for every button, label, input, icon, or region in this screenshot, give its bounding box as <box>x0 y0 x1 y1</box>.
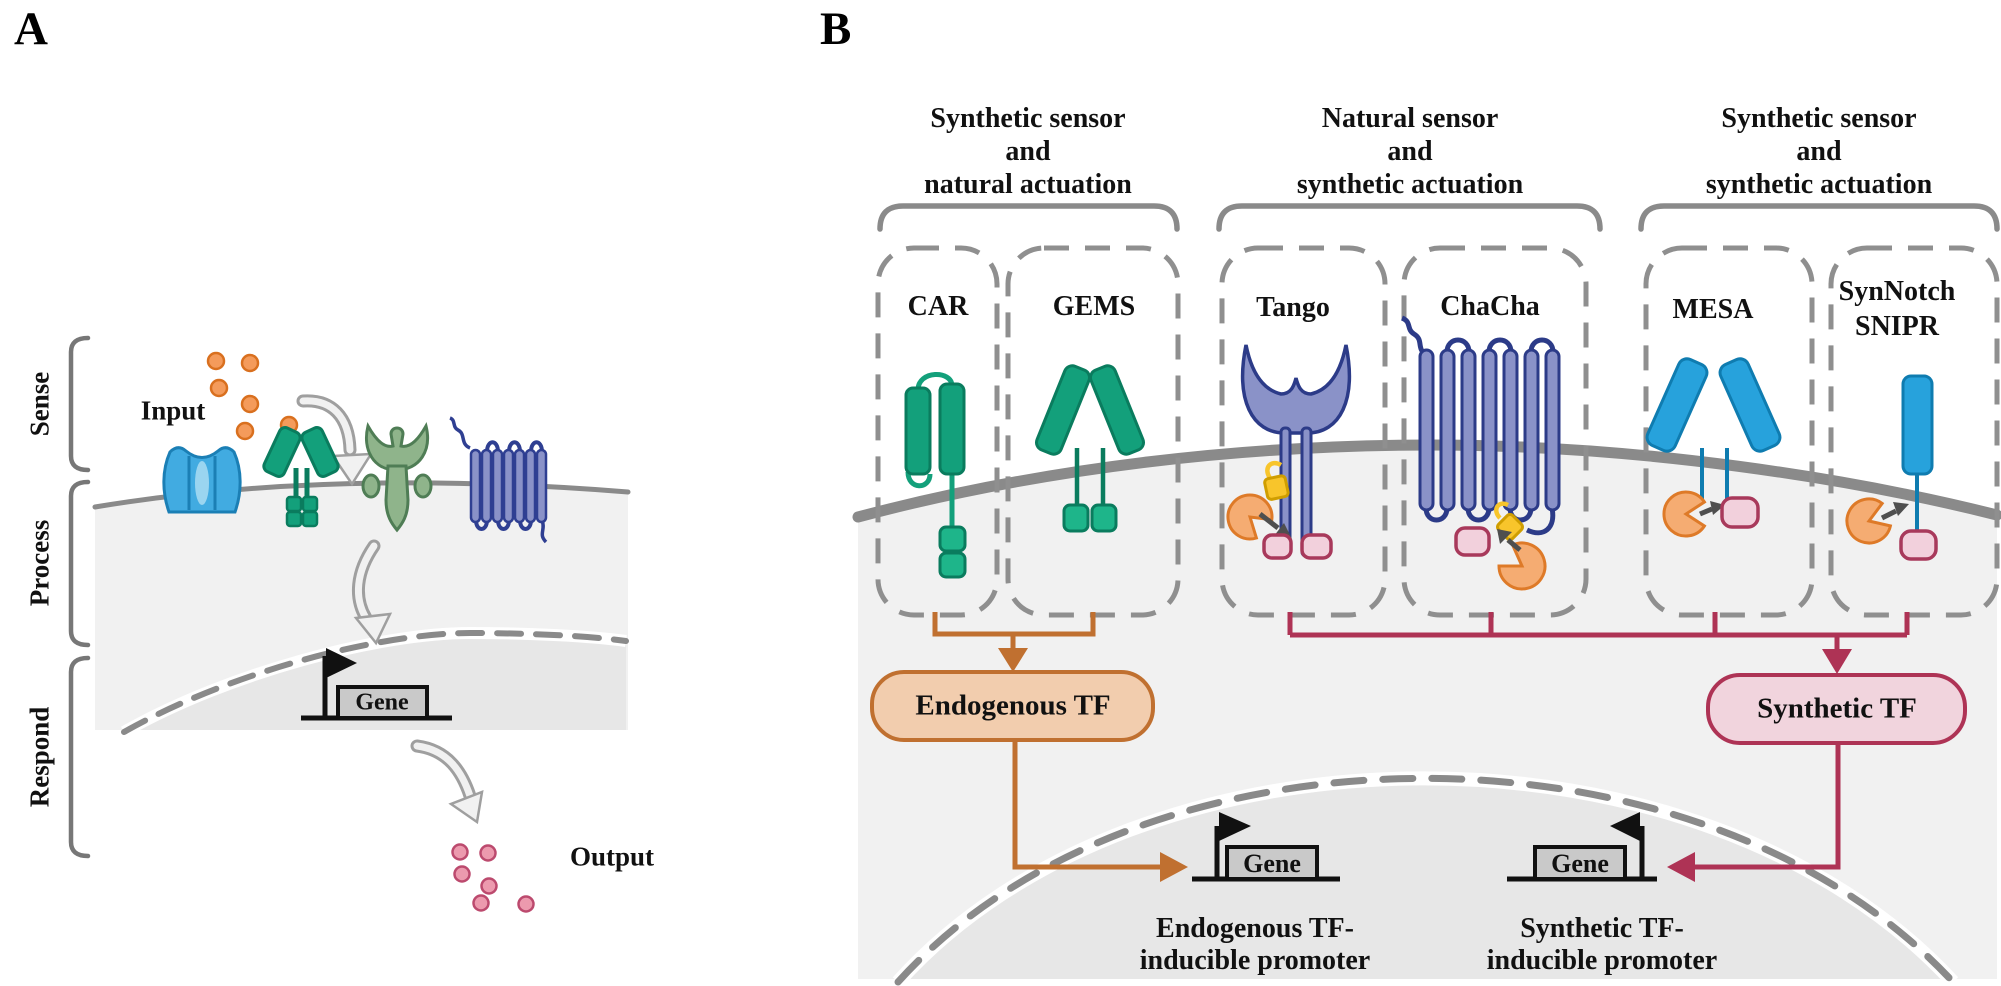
synnotch-label: SynNotch SNIPR <box>1839 274 1956 344</box>
car-label: CAR <box>907 291 969 322</box>
endogenous-tf-label: Endogenous TF <box>915 689 1111 722</box>
tango-label: Tango <box>1256 292 1330 323</box>
group2-header-line3: synthetic actuation <box>1296 169 1524 200</box>
group3-bracket <box>1638 203 2000 232</box>
ion-channel-icon <box>162 446 242 514</box>
input-molecules <box>206 351 299 441</box>
stage-label-sense: Sense <box>24 371 55 437</box>
tango-protease-icon <box>1226 493 1274 541</box>
panel-b-label: B <box>820 3 852 55</box>
gems-label: GEMS <box>1052 291 1136 322</box>
endogenous-gene-arrow <box>1012 740 1188 882</box>
synnotch-label-line1: SynNotch <box>1838 276 1956 307</box>
gems-receptor-icon <box>1035 364 1145 533</box>
process-arrow-fill <box>354 542 378 622</box>
process-bracket <box>68 479 91 648</box>
flow-arrows-a <box>296 394 484 825</box>
endogenous-promoter-caption-line2: inducible promoter <box>1139 945 1371 976</box>
synnotch-tf-icon <box>1899 529 1938 561</box>
antibody-receptor-icon <box>262 426 340 528</box>
stage-label-process: Process <box>24 519 55 607</box>
chacha-label: ChaCha <box>1440 291 1540 322</box>
group2-header-line1: Natural sensor <box>1321 103 1499 134</box>
group2-header: Natural sensor and synthetic actuation <box>1297 102 1523 201</box>
synthetic-connector <box>1287 612 1910 674</box>
mesa-box <box>1643 245 1815 618</box>
car-receptor-icon <box>904 372 967 579</box>
group3-header: Synthetic sensor and synthetic actuation <box>1706 102 1932 201</box>
sense-bracket <box>68 335 91 473</box>
respond-arrow-fill <box>413 742 474 800</box>
mesa-label: MESA <box>1672 294 1754 325</box>
synthetic-promoter-caption-line1: Synthetic TF- <box>1520 913 1684 944</box>
nucleus-b <box>898 779 1953 979</box>
group1-header: Synthetic sensor and natural actuation <box>924 102 1132 201</box>
synthetic-tf-label: Synthetic TF <box>1757 692 1917 725</box>
gene-label-endogenous: Gene <box>1243 849 1301 878</box>
mesa-protease-icon <box>1662 490 1707 538</box>
nucleus-envelope-a <box>121 629 629 735</box>
tango-tf-icon <box>1262 533 1293 560</box>
tango-tf-icon-2 <box>1300 533 1333 560</box>
synthetic-gene-arrow <box>1667 743 1841 882</box>
output-molecules <box>451 843 535 913</box>
input-arrow-fill <box>299 397 354 454</box>
synnotch-box <box>1828 245 2000 618</box>
respond-bracket <box>68 655 91 859</box>
gene-cassette-endogenous <box>1192 812 1340 882</box>
synthetic-promoter-caption: Synthetic TF- inducible promoter <box>1487 913 1717 977</box>
synnotch-receptor-icon <box>1845 374 1938 561</box>
gpcr-receptor-icon <box>449 416 548 544</box>
endogenous-connector <box>932 612 1096 672</box>
endogenous-promoter-caption: Endogenous TF- inducible promoter <box>1140 913 1370 977</box>
stage-label-respond: Respond <box>24 706 55 808</box>
process-arrowhead <box>353 612 393 646</box>
group2-bracket <box>1216 203 1603 232</box>
gene-label-a: Gene <box>355 689 409 716</box>
mesa-tf-icon <box>1720 496 1760 529</box>
group1-header-line1: Synthetic sensor <box>930 103 1126 134</box>
output-label: Output <box>569 841 655 872</box>
chacha-receptor-icon <box>1400 315 1561 591</box>
tango-receptor-icon <box>1226 344 1351 560</box>
mesa-receptor-icon <box>1645 357 1782 538</box>
panel-b-cell <box>852 439 2001 986</box>
car-box <box>875 245 1000 618</box>
group2-header-line2: and <box>1387 136 1433 167</box>
respond-arrowhead <box>448 790 484 825</box>
group1-header-line3: natural actuation <box>924 169 1132 200</box>
stage-brackets <box>68 335 91 859</box>
system-boxes <box>875 245 2000 618</box>
group1-bracket <box>877 203 1180 232</box>
gene-label-synthetic: Gene <box>1551 849 1609 878</box>
input-label: Input <box>140 395 206 426</box>
group3-header-line3: synthetic actuation <box>1705 169 1933 200</box>
group3-header-line2: and <box>1796 136 1842 167</box>
group1-header-line2: and <box>1005 136 1051 167</box>
nucleus-a <box>124 633 626 732</box>
tango-box <box>1219 245 1388 618</box>
chacha-protease-icon <box>1497 541 1547 591</box>
gene-cassette-synthetic <box>1507 812 1657 882</box>
chacha-box <box>1401 245 1589 618</box>
wrench-receptor-icon <box>361 421 433 533</box>
nucleus-envelope-b <box>894 774 1957 986</box>
group-brackets <box>877 203 2000 232</box>
group3-header-line1: Synthetic sensor <box>1721 103 1917 134</box>
input-arrowhead <box>330 452 374 487</box>
synthetic-promoter-caption-line2: inducible promoter <box>1486 945 1718 976</box>
endogenous-promoter-caption-line1: Endogenous TF- <box>1156 913 1354 944</box>
chacha-tf-icon <box>1454 526 1491 557</box>
gene-cassette-a <box>301 648 452 721</box>
synnotch-label-line2: SNIPR <box>1854 311 1940 342</box>
panel-a-label: A <box>14 3 48 55</box>
synnotch-protease-icon <box>1845 497 1893 545</box>
